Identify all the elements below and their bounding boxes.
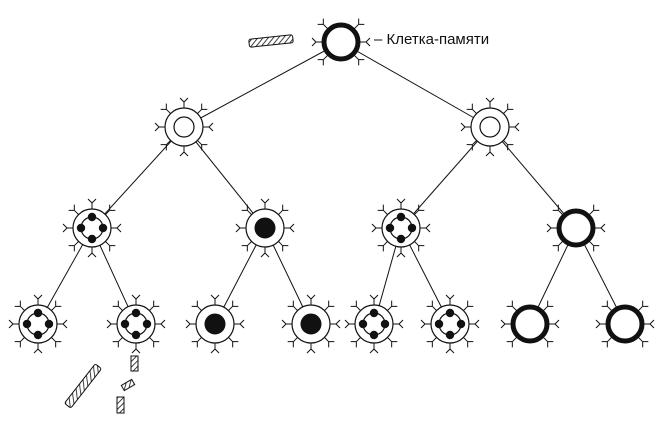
legend-fragment-hatched: [248, 34, 294, 48]
tree-node-quad: [420, 294, 480, 354]
tree-edge: [183, 41, 342, 128]
fragment-hatched-small: [130, 355, 139, 372]
tree-edge: [400, 126, 491, 229]
scattered-fragments: [64, 34, 294, 414]
tree-node-quad: [106, 294, 166, 354]
tree-node-memory: [500, 300, 560, 348]
tree-edge: [340, 41, 491, 128]
tree-edges: [37, 41, 626, 325]
fragment-hatched-long: [64, 364, 102, 408]
tree-node-quad: [344, 294, 404, 354]
tree-node-dot: [185, 294, 245, 354]
tree-node-memory: [311, 18, 371, 66]
tree-node-quad: [62, 198, 122, 258]
legend-dash: –: [374, 31, 383, 48]
tree-node-dot: [281, 294, 341, 354]
tree-edge: [183, 126, 266, 229]
tree-node-plain: [460, 97, 520, 157]
tree-node-memory: [546, 204, 606, 252]
fragment-hatched-tiny: [120, 378, 136, 392]
tree-edge: [489, 126, 577, 229]
tree-node-quad: [371, 198, 431, 258]
fragment-hatched-bottom: [116, 396, 125, 414]
tree-node-memory: [595, 300, 655, 348]
tree-node-dot: [235, 198, 295, 258]
legend-memory-cell-label: – Клетка-памяти: [374, 31, 489, 48]
legend-text: Клетка-памяти: [386, 31, 490, 48]
tree-node-quad: [8, 294, 68, 354]
tree-node-plain: [154, 97, 214, 157]
tree-edge: [91, 126, 185, 229]
tree-nodes: [8, 18, 655, 354]
